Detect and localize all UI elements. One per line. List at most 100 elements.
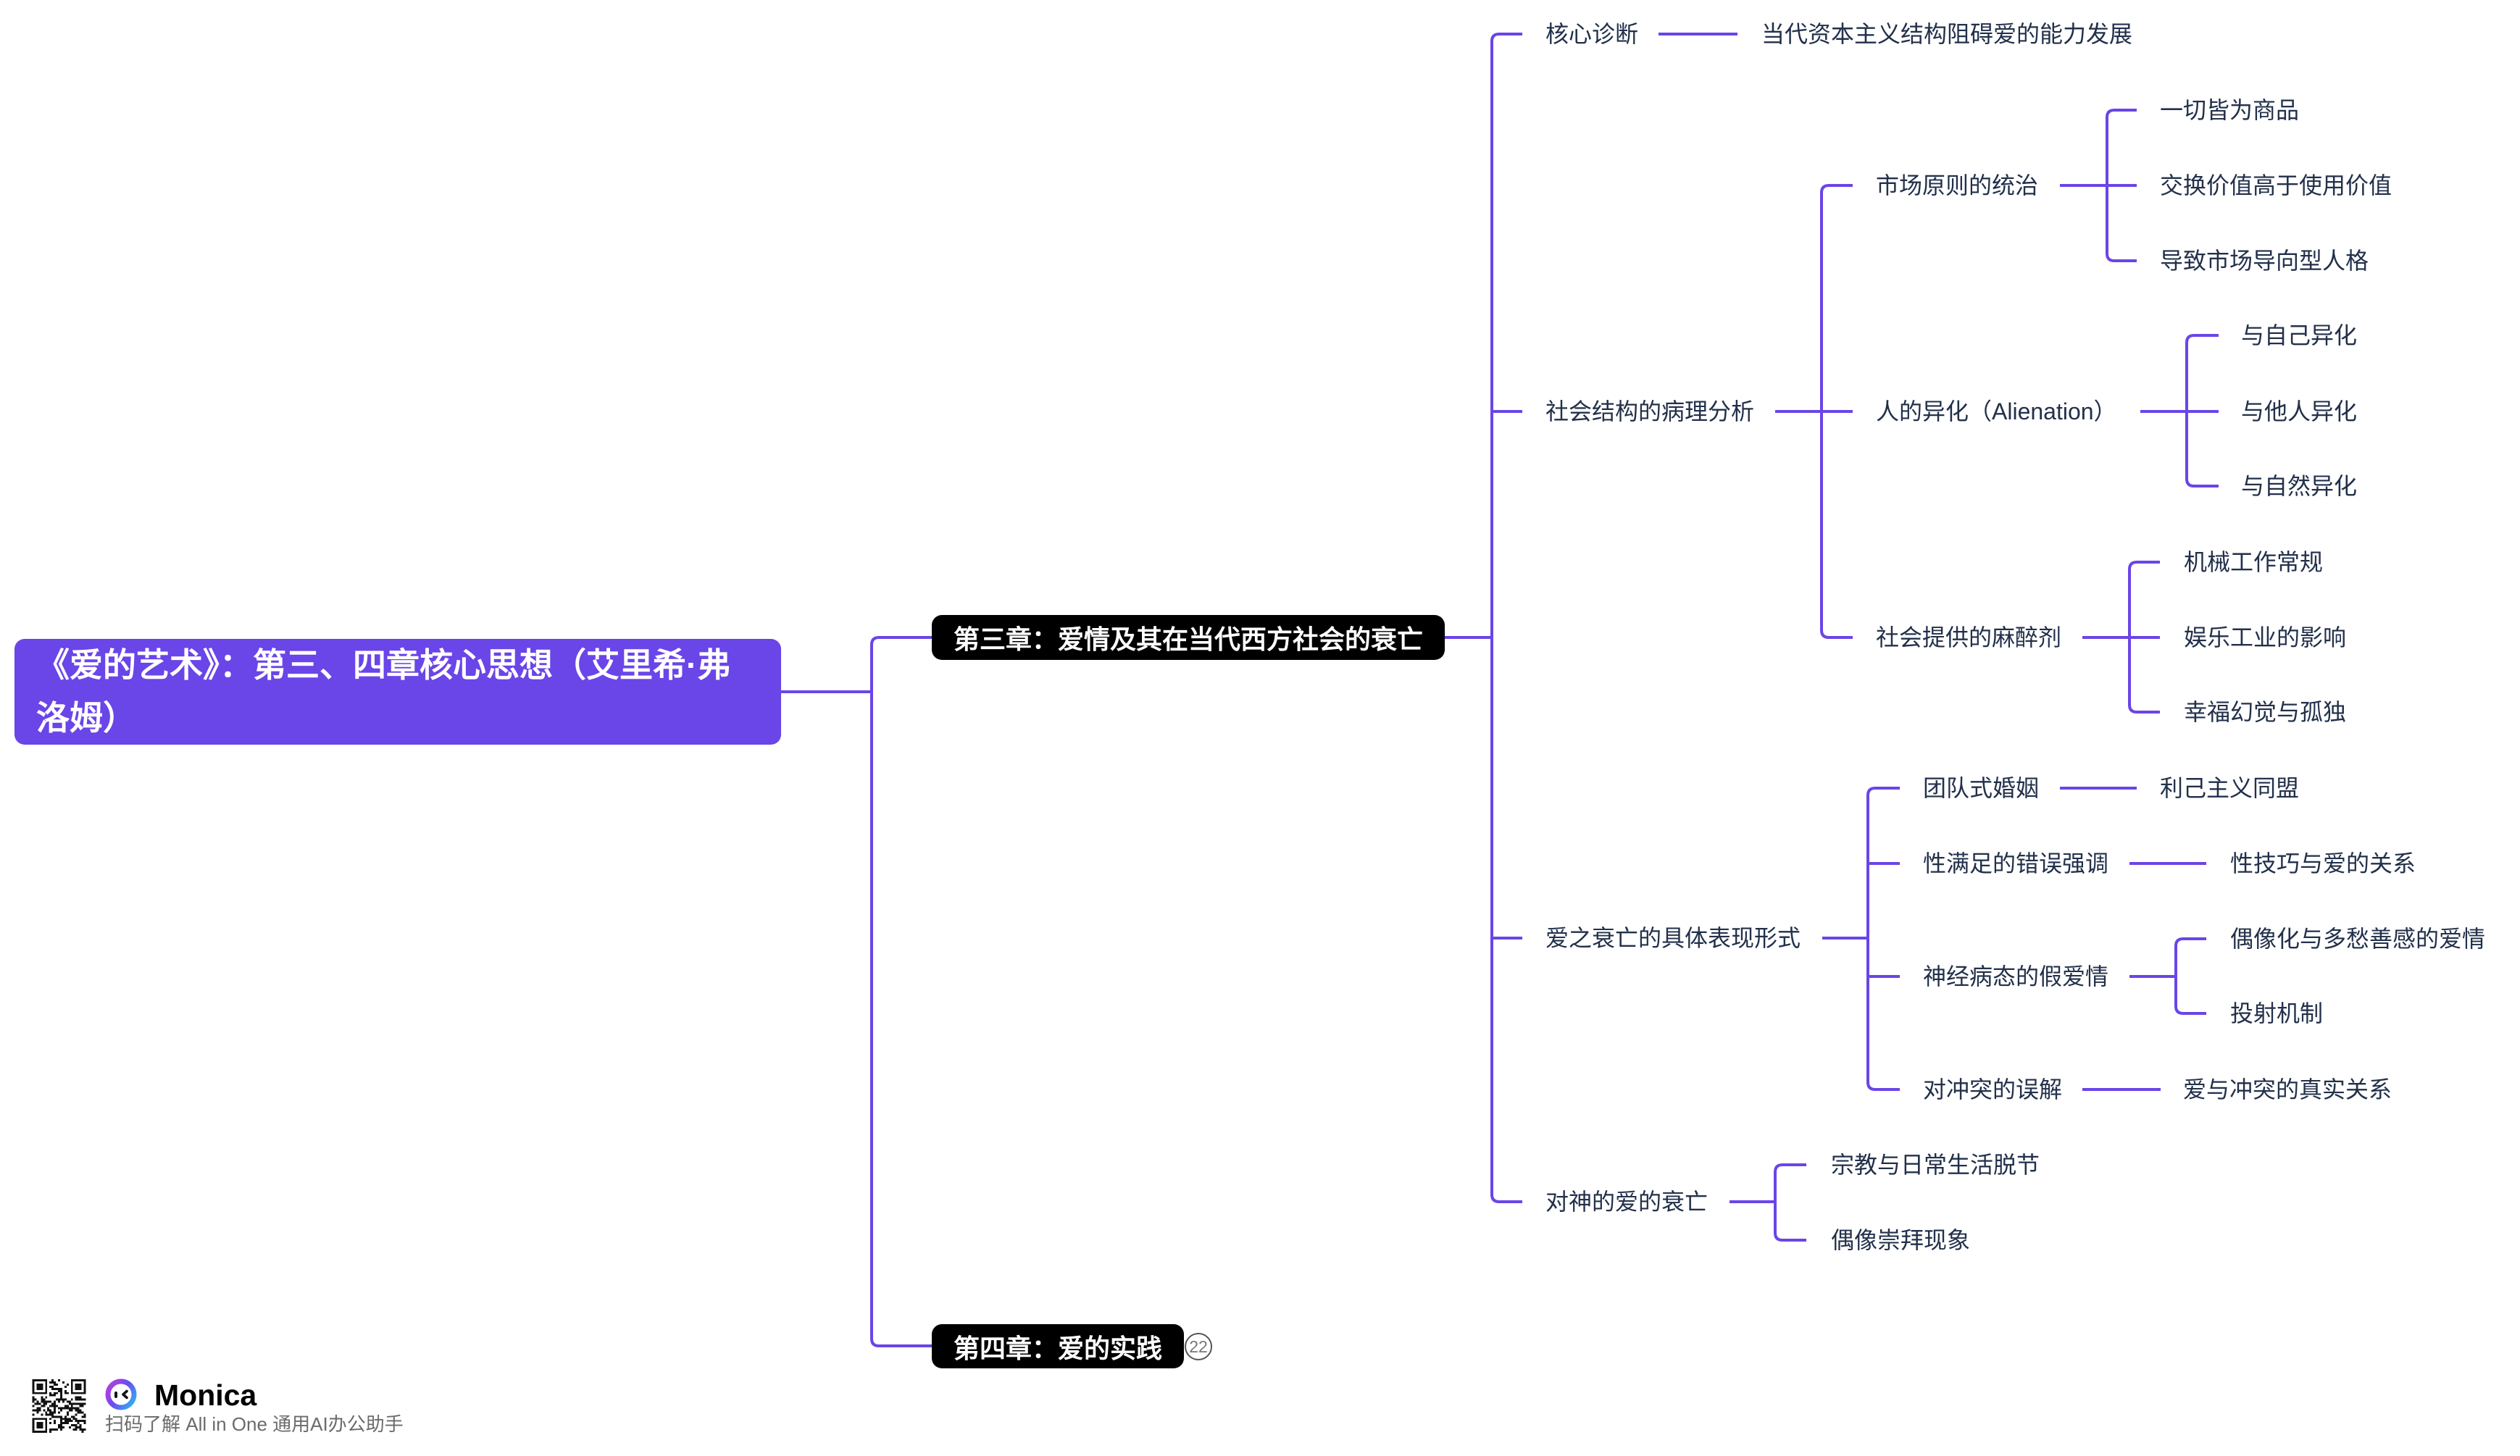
- qr-module: [72, 1392, 75, 1394]
- leaf-node[interactable]: 利己主义同盟: [2160, 775, 2300, 801]
- qr-module: [72, 1428, 75, 1431]
- collapsed-count-badge[interactable]: 22: [1185, 1333, 1212, 1360]
- qr-module: [75, 1409, 78, 1412]
- qr-module: [36, 1426, 39, 1429]
- leaf-node[interactable]: 与自然异化: [2241, 473, 2358, 499]
- qr-module: [75, 1407, 78, 1410]
- subtopic-node[interactable]: 神经病态的假爱情: [1923, 963, 2109, 990]
- qr-module: [43, 1402, 46, 1405]
- qr-module: [79, 1385, 82, 1388]
- qr-module: [64, 1392, 67, 1394]
- qr-module: [32, 1398, 35, 1401]
- qr-module: [77, 1402, 80, 1405]
- qr-module: [75, 1383, 78, 1386]
- topic-node[interactable]: 爱之衰亡的具体表现形式: [1545, 925, 1801, 951]
- leaf-node[interactable]: 宗教与日常生活脱节: [1831, 1152, 2040, 1178]
- leaf-node[interactable]: 当代资本主义结构阻碍爱的能力发展: [1761, 21, 2133, 47]
- qr-module: [32, 1392, 35, 1394]
- qr-module: [62, 1398, 64, 1401]
- leaf-node[interactable]: 爱与冲突的真实关系: [2183, 1076, 2392, 1103]
- qr-module: [43, 1398, 46, 1401]
- qr-module: [32, 1400, 35, 1403]
- qr-module: [49, 1394, 52, 1397]
- qr-module: [72, 1379, 75, 1381]
- qr-module: [47, 1413, 50, 1416]
- qr-module: [49, 1392, 52, 1394]
- qr-module: [45, 1396, 48, 1399]
- subtopic-node[interactable]: 社会提供的麻醉剂: [1876, 624, 2062, 650]
- qr-module: [36, 1400, 39, 1403]
- leaf-node[interactable]: 与他人异化: [2241, 398, 2358, 424]
- chapter-label: 第四章：爱的实践: [953, 1333, 1162, 1363]
- topic-node[interactable]: 社会结构的病理分析: [1545, 398, 1755, 424]
- qr-module: [83, 1413, 86, 1416]
- qr-module: [56, 1428, 59, 1431]
- leaf-node[interactable]: 与自己异化: [2241, 322, 2358, 348]
- qr-module: [41, 1383, 43, 1386]
- qr-module: [81, 1420, 84, 1423]
- qr-module: [38, 1385, 41, 1388]
- qr-module: [38, 1409, 41, 1412]
- qr-module: [54, 1428, 57, 1431]
- leaf-node[interactable]: 娱乐工业的影响: [2184, 624, 2347, 650]
- qr-module: [83, 1422, 86, 1425]
- leaf-node[interactable]: 机械工作常规: [2184, 549, 2324, 575]
- topic-node[interactable]: 对神的爱的衰亡: [1545, 1189, 1708, 1215]
- qr-module: [75, 1426, 78, 1429]
- qr-module: [41, 1431, 43, 1433]
- chapter-node-4[interactable]: 第四章：爱的实践: [932, 1324, 1184, 1368]
- qr-module: [54, 1407, 57, 1410]
- qr-module: [51, 1379, 54, 1381]
- qr-module: [77, 1420, 80, 1423]
- qr-module: [68, 1420, 71, 1423]
- qr-module: [62, 1407, 64, 1410]
- qr-module: [58, 1407, 60, 1410]
- qr-module: [66, 1400, 69, 1403]
- qr-module: [56, 1383, 59, 1386]
- subtopic-node[interactable]: 人的异化（Alienation）: [1876, 398, 2117, 424]
- leaf-node[interactable]: 导致市场导向型人格: [2160, 248, 2369, 274]
- leaf-node[interactable]: 偶像崇拜现象: [1831, 1227, 1971, 1253]
- root-node[interactable]: 《爱的艺术》：第三、四章核心思想（艾里希·弗洛姆）: [14, 639, 781, 745]
- qr-module: [49, 1409, 52, 1412]
- leaf-node[interactable]: 一切皆为商品: [2160, 97, 2300, 123]
- qr-module: [81, 1405, 84, 1407]
- chapter-node-3[interactable]: 第三章：爱情及其在当代西方社会的衰亡: [932, 615, 1445, 660]
- leaf-node[interactable]: 性技巧与爱的关系: [2230, 850, 2416, 876]
- qr-module: [51, 1381, 54, 1384]
- qr-module: [49, 1385, 52, 1388]
- leaf-node[interactable]: 幸福幻觉与孤独: [2184, 699, 2347, 725]
- qr-module: [54, 1392, 57, 1394]
- leaf-node[interactable]: 投射机制: [2230, 1000, 2324, 1026]
- qr-module: [32, 1418, 35, 1421]
- qr-module: [75, 1396, 78, 1399]
- qr-module: [68, 1407, 71, 1410]
- connector-line: [2174, 937, 2206, 1015]
- subtopic-node[interactable]: 团队式婚姻: [1923, 775, 2040, 801]
- qr-module: [75, 1402, 78, 1405]
- qr-module: [47, 1400, 50, 1403]
- qr-module: [62, 1422, 64, 1425]
- leaf-node[interactable]: 偶像化与多愁善感的爱情: [2230, 926, 2486, 952]
- qr-module: [41, 1400, 43, 1403]
- qr-module: [64, 1389, 67, 1392]
- qr-module: [36, 1383, 39, 1386]
- qr-module: [34, 1402, 37, 1405]
- qr-module: [70, 1383, 73, 1386]
- subtopic-node[interactable]: 市场原则的统治: [1876, 172, 2039, 198]
- qr-module: [56, 1415, 59, 1418]
- subtopic-node[interactable]: 性满足的错误强调: [1923, 850, 2109, 876]
- subtopic-node[interactable]: 对冲突的误解: [1923, 1076, 2063, 1103]
- qr-module: [56, 1398, 59, 1401]
- qr-module: [70, 1392, 73, 1394]
- leaf-node[interactable]: 交换价值高于使用价值: [2160, 172, 2392, 198]
- qr-module: [66, 1392, 69, 1394]
- qr-module: [36, 1379, 39, 1381]
- qr-module: [49, 1422, 52, 1425]
- qr-module: [45, 1420, 48, 1423]
- qr-module: [49, 1418, 52, 1421]
- qr-module: [45, 1392, 48, 1394]
- topic-node[interactable]: 核心诊断: [1545, 21, 1639, 47]
